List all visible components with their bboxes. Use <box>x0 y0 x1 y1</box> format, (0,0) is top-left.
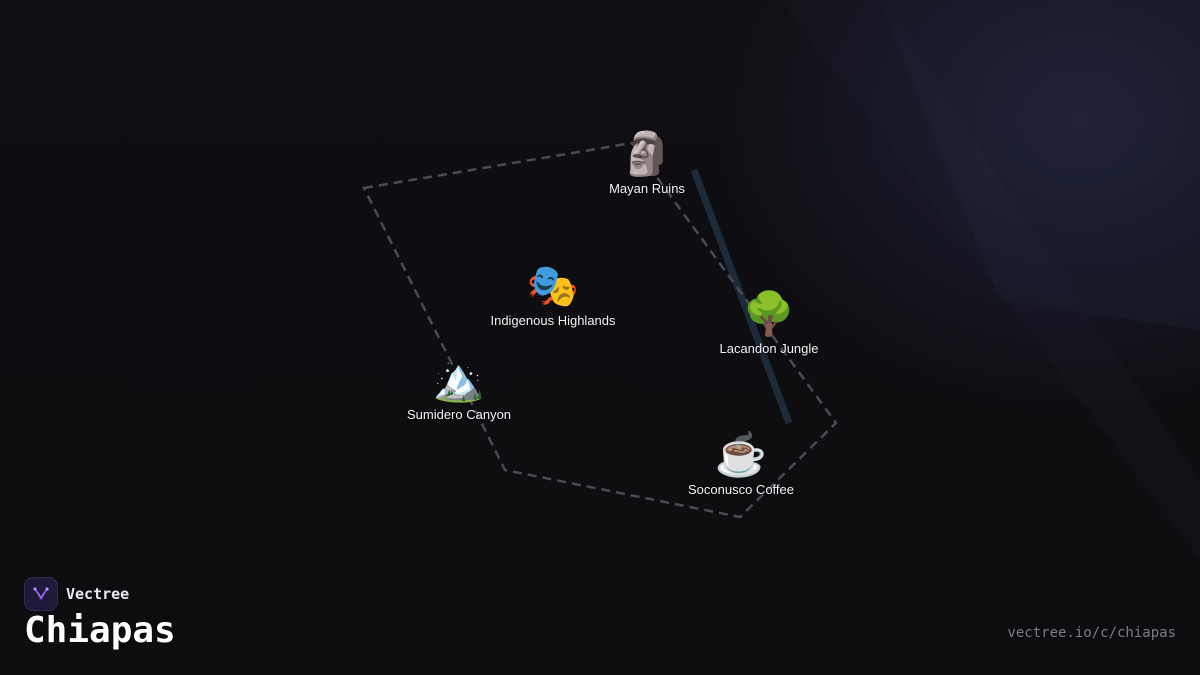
light-beam <box>880 0 1200 330</box>
place-marker-mayan-ruins[interactable]: 🗿 Mayan Ruins <box>609 130 685 196</box>
place-marker-lacandon-jungle[interactable]: 🌳 Lacandon Jungle <box>719 290 818 356</box>
place-label: Soconusco Coffee <box>688 482 794 497</box>
performing-arts-masks-icon: 🎭 <box>526 262 580 309</box>
light-beam <box>780 0 1200 560</box>
region-border <box>362 141 838 519</box>
river-line <box>690 168 793 425</box>
region-url-link[interactable]: vectree.io/c/chiapas <box>1007 625 1176 641</box>
place-marker-sumidero-canyon[interactable]: 🏔️ Sumidero Canyon <box>407 356 511 422</box>
place-label: Indigenous Highlands <box>490 313 616 328</box>
place-label: Lacandon Jungle <box>719 341 819 356</box>
brand[interactable]: Vectree <box>24 577 129 611</box>
hot-coffee-icon: ☕ <box>714 431 768 478</box>
place-label: Sumidero Canyon <box>406 407 512 422</box>
moai-icon: 🗿 <box>620 130 674 177</box>
place-marker-soconusco-coffee[interactable]: ☕ Soconusco Coffee <box>688 431 794 497</box>
page-title: Chiapas <box>24 610 176 651</box>
place-label: Mayan Ruins <box>609 181 685 196</box>
vectree-logo-icon <box>24 577 58 611</box>
mountain-icon: 🏔️ <box>432 356 486 403</box>
place-marker-indigenous-highlands[interactable]: 🎭 Indigenous Highlands <box>490 262 615 328</box>
tree-icon: 🌳 <box>742 290 796 337</box>
brand-name: Vectree <box>66 585 130 603</box>
